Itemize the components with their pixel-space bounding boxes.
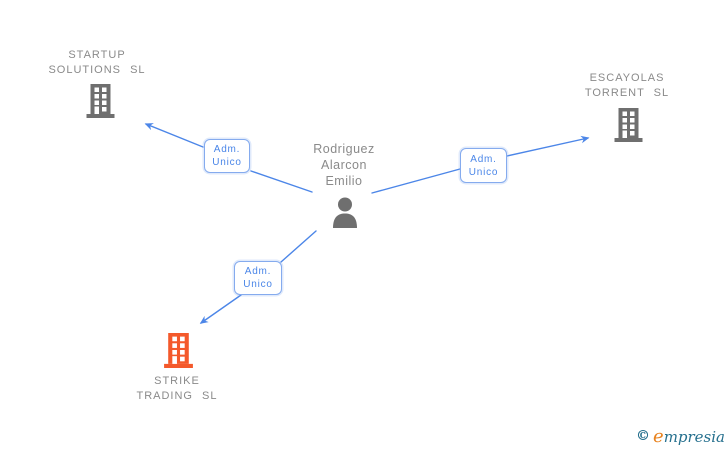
company-strike-trading-label[interactable]: STRIKE TRADING SL: [111, 374, 243, 404]
company-name-line: TORRENT SL: [584, 87, 670, 99]
person-name-line: Rodriguez: [313, 142, 375, 156]
person-name-line: Emilio: [325, 174, 363, 188]
edge-startup-label-to-startup: [144, 123, 204, 148]
brand-rest: mpresia: [663, 427, 725, 446]
company-name-line: TRADING SL: [136, 390, 218, 402]
company-name-line: SOLUTIONS SL: [48, 64, 146, 76]
company-name-line: ESCAYOLAS: [589, 72, 665, 84]
building-icon-strike[interactable]: [163, 333, 194, 368]
edge-label-line: Unico: [243, 279, 273, 290]
edge-label-adm-unico-escayolas[interactable]: Adm. Unico: [460, 148, 507, 183]
brand-wordmark: empresia: [653, 426, 725, 447]
person-rodriguez-alarcon-emilio-label[interactable]: Rodriguez Alarcon Emilio: [289, 141, 399, 189]
company-name-line: STRIKE: [154, 375, 200, 387]
edge-label-line: Adm.: [244, 266, 272, 277]
edge-person-to-strike-label: [280, 230, 317, 263]
edge-label-line: Adm.: [213, 144, 241, 155]
edge-escayolas-label-to-escayolas: [506, 135, 590, 157]
edge-label-adm-unico-startup[interactable]: Adm. Unico: [204, 139, 250, 173]
edge-label-line: Unico: [212, 157, 242, 168]
building-icon-escayolas[interactable]: [614, 108, 643, 142]
edge-label-line: Unico: [468, 166, 499, 178]
edge-label-adm-unico-strike[interactable]: Adm. Unico: [234, 261, 282, 295]
edge-strike-label-to-strike: [199, 294, 242, 324]
company-name-line: STARTUP: [68, 49, 126, 61]
person-icon[interactable]: [331, 197, 359, 228]
brand-initial: e: [653, 425, 664, 447]
building-icon-startup[interactable]: [86, 84, 115, 118]
company-escayolas-torrent-label[interactable]: ESCAYOLAS TORRENT SL: [562, 71, 692, 101]
empresia-logo[interactable]: © empresia: [636, 424, 725, 448]
company-startup-solutions-label[interactable]: STARTUP SOLUTIONS SL: [32, 48, 162, 78]
edge-label-line: Adm.: [470, 153, 497, 165]
copyright-icon: ©: [636, 428, 651, 444]
person-name-line: Alarcon: [321, 158, 367, 172]
